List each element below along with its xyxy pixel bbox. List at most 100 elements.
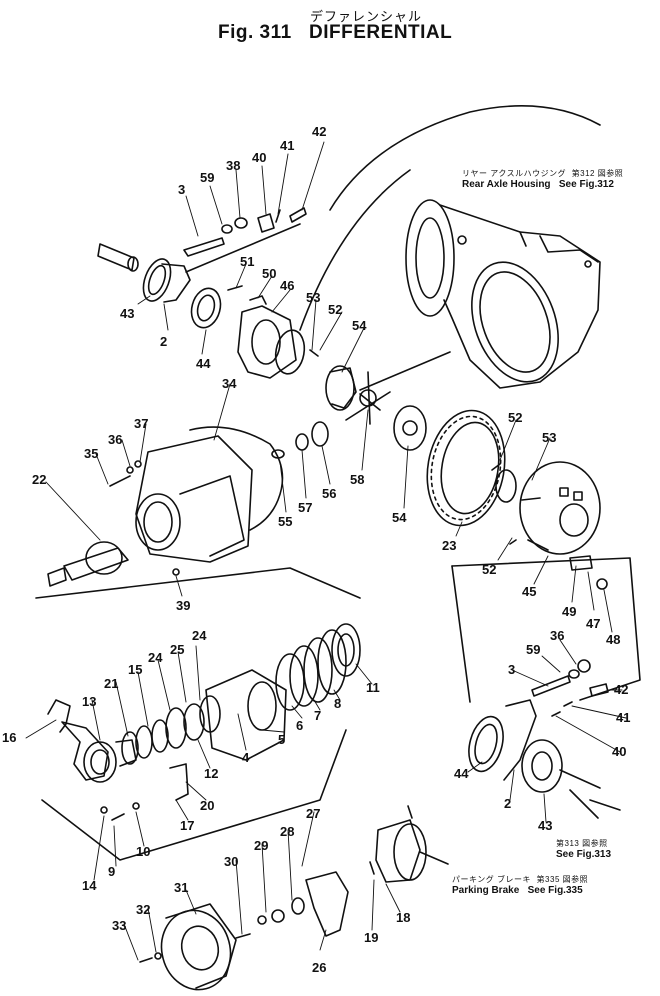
callout: 27 bbox=[306, 806, 320, 821]
callout: 47 bbox=[586, 616, 600, 631]
callout: 25 bbox=[170, 642, 184, 657]
callout: 19 bbox=[364, 930, 378, 945]
callout: 56 bbox=[322, 486, 336, 501]
callout: 42 bbox=[312, 124, 326, 139]
diff-case-right bbox=[491, 461, 608, 590]
callout: 55 bbox=[278, 514, 292, 529]
rear-axle-housing bbox=[359, 199, 601, 391]
callout: 3 bbox=[508, 662, 515, 677]
figure-title: Fig. 311 DIFFERENTIAL bbox=[218, 22, 452, 44]
callout: 40 bbox=[252, 150, 266, 165]
callout: 20 bbox=[200, 798, 214, 813]
callout: 52 bbox=[328, 302, 342, 317]
callout: 14 bbox=[82, 878, 97, 893]
callout: 18 bbox=[396, 910, 410, 925]
ref-parking-name: Parking Brake bbox=[452, 885, 520, 896]
callout: 10 bbox=[136, 844, 150, 859]
ring-gear bbox=[426, 409, 506, 527]
callout: 9 bbox=[108, 864, 115, 879]
ref-rear-axle-fig: See Fig.312 bbox=[558, 179, 614, 190]
callout: 7 bbox=[314, 708, 321, 723]
callout: 59 bbox=[526, 642, 540, 657]
callout: 44 bbox=[454, 766, 469, 781]
callout: 53 bbox=[542, 430, 556, 445]
callout: 35 bbox=[84, 446, 98, 461]
ref-rear-axle-housing: リヤー アクスルハウジング 第312 図参照 Rear Axle Housing… bbox=[462, 168, 623, 190]
callout: 4 bbox=[242, 750, 250, 765]
callout: 42 bbox=[614, 682, 628, 697]
callout: 54 bbox=[352, 318, 367, 333]
callout: 22 bbox=[32, 472, 46, 487]
callout: 33 bbox=[112, 918, 126, 933]
callout: 30 bbox=[224, 854, 238, 869]
bracket-lower-left bbox=[41, 729, 347, 861]
callout: 45 bbox=[522, 584, 536, 599]
callout: 59 bbox=[200, 170, 214, 185]
ref-fig-313: 第313 図参照 See Fig.313 bbox=[556, 838, 611, 860]
upper-left-shaft-group bbox=[97, 207, 307, 303]
callout: 26 bbox=[312, 960, 326, 975]
callout: 24 bbox=[148, 650, 163, 665]
pinion-bearing-stack bbox=[47, 623, 361, 821]
lower-right-shaft-group bbox=[468, 659, 621, 819]
callout: 15 bbox=[128, 662, 142, 677]
ref-rear-axle-name: Rear Axle Housing bbox=[462, 179, 551, 190]
callout: 3 bbox=[178, 182, 185, 197]
ref-rear-axle-jp: リヤー アクスルハウジング bbox=[462, 169, 567, 178]
ref-313-fig: See Fig.313 bbox=[556, 849, 612, 860]
callout: 41 bbox=[616, 710, 630, 725]
callout: 41 bbox=[280, 138, 294, 153]
ref-parking-jp: パーキング ブレーキ bbox=[452, 875, 531, 884]
ref-parking-brake: パーキング ブレーキ 第335 図参照 Parking Brake See Fi… bbox=[452, 874, 588, 896]
callout: 50 bbox=[262, 266, 276, 281]
callout: 43 bbox=[120, 306, 134, 321]
callout: 11 bbox=[366, 680, 380, 695]
callout: 6 bbox=[296, 718, 303, 733]
callout: 39 bbox=[176, 598, 190, 613]
callout: 16 bbox=[2, 730, 16, 745]
callout: 31 bbox=[174, 880, 188, 895]
callout: 49 bbox=[562, 604, 576, 619]
callout: 29 bbox=[254, 838, 268, 853]
callout: 17 bbox=[180, 818, 194, 833]
callout: 2 bbox=[504, 796, 511, 811]
callout: 2 bbox=[160, 334, 167, 349]
ref-parking-fig-jp: 第335 図参照 bbox=[536, 875, 589, 884]
ref-313-jp: 第313 図参照 bbox=[556, 839, 608, 848]
ref-rear-axle-fig-jp: 第312 図参照 bbox=[571, 169, 624, 178]
callout: 58 bbox=[350, 472, 364, 487]
figure-label: Fig. 311 bbox=[218, 22, 292, 43]
callout: 54 bbox=[392, 510, 407, 525]
callout: 48 bbox=[606, 632, 620, 647]
callout: 57 bbox=[298, 500, 312, 515]
figure-name: DIFFERENTIAL bbox=[309, 22, 453, 43]
ref-parking-fig: See Fig.335 bbox=[527, 885, 583, 896]
callout: 12 bbox=[204, 766, 218, 781]
callout: 52 bbox=[508, 410, 522, 425]
bracket-right-left-edge bbox=[451, 565, 471, 703]
callout: 52 bbox=[482, 562, 496, 577]
title-japanese: デファレンシャル bbox=[310, 9, 423, 24]
callout: 51 bbox=[240, 254, 254, 269]
callout: 36 bbox=[108, 432, 122, 447]
callout: 24 bbox=[192, 628, 207, 643]
housing-outline-arc bbox=[329, 105, 601, 211]
callout: 53 bbox=[306, 290, 320, 305]
housing-outline-arc-2 bbox=[299, 169, 411, 331]
callout: 44 bbox=[196, 356, 211, 371]
callout: 8 bbox=[334, 696, 341, 711]
carrier-group bbox=[190, 285, 319, 379]
callout: 40 bbox=[612, 744, 626, 759]
callout: 46 bbox=[280, 278, 294, 293]
callout: 36 bbox=[550, 628, 564, 643]
callout: 13 bbox=[82, 694, 96, 709]
callout: 32 bbox=[136, 902, 150, 917]
callout: 34 bbox=[222, 376, 237, 391]
callout: 23 bbox=[442, 538, 456, 553]
callout: 28 bbox=[280, 824, 294, 839]
callout: 21 bbox=[104, 676, 118, 691]
differential-gears bbox=[271, 365, 427, 459]
callout: 38 bbox=[226, 158, 240, 173]
